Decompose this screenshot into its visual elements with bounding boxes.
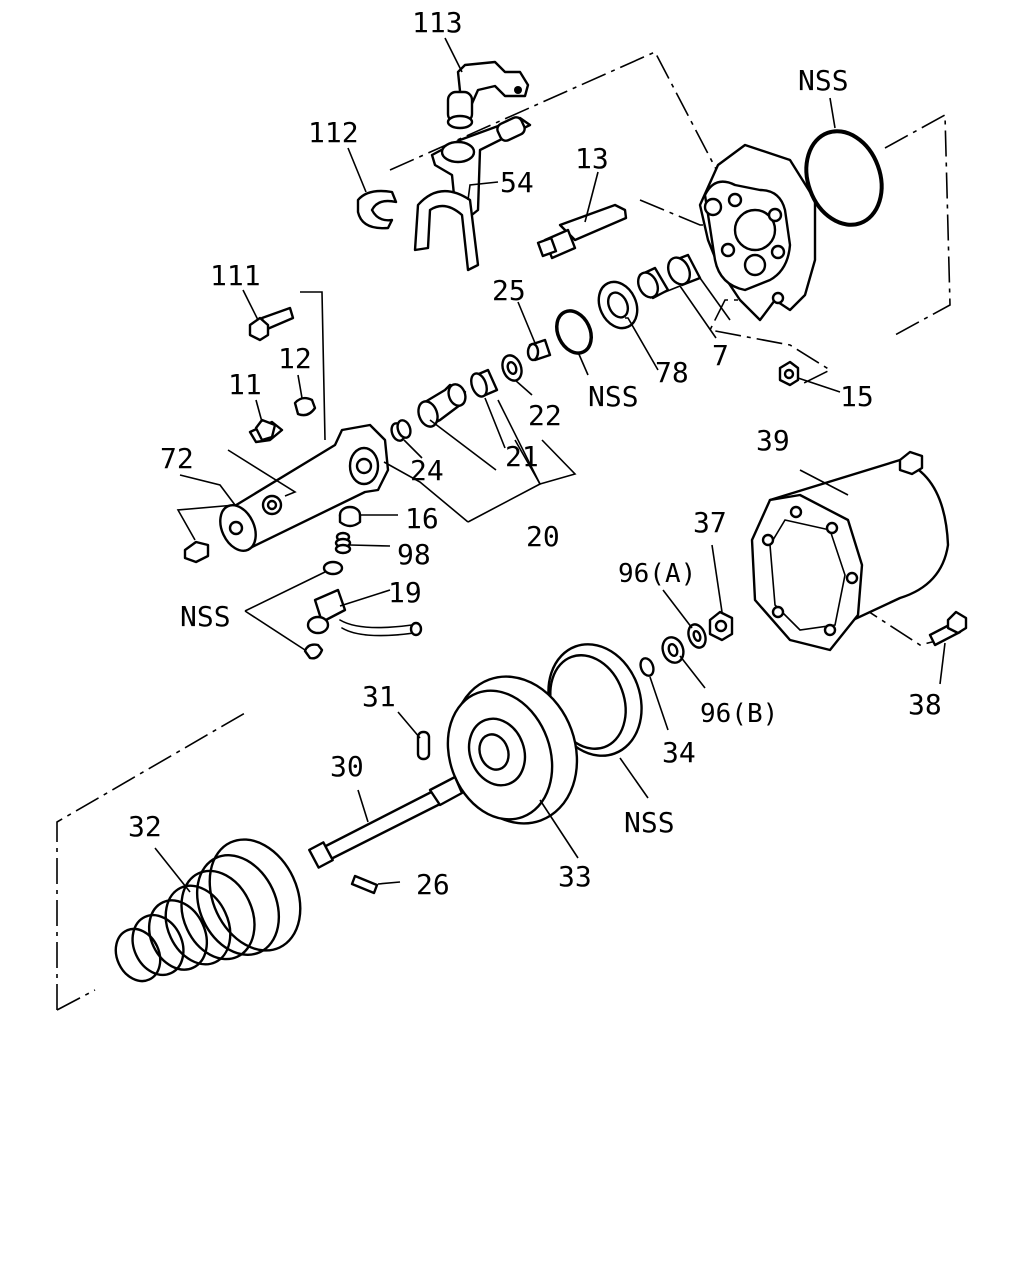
label-96a: 96(A) — [618, 559, 696, 589]
label-16: 16 — [405, 502, 439, 535]
label-34: 34 — [662, 736, 696, 769]
label-24: 24 — [410, 454, 444, 487]
part-7-bushings — [636, 253, 702, 300]
label-33: 33 — [558, 860, 592, 893]
callout-labels: 113 112 54 13 NSS 111 12 11 25 72 78 7 N… — [128, 6, 942, 901]
part-34-snap-ring — [639, 657, 655, 677]
part-33-piston — [446, 675, 579, 825]
part-78-seal — [597, 280, 639, 330]
part-39-housing — [750, 450, 950, 652]
part-24-spring — [390, 419, 412, 442]
part-32-spring — [114, 838, 302, 983]
label-111: 111 — [210, 259, 261, 292]
part-12-cap — [293, 396, 317, 417]
label-96b: 96(B) — [700, 699, 778, 729]
label-20: 20 — [526, 520, 560, 553]
label-26: 26 — [416, 868, 450, 901]
leader-lines — [154, 37, 946, 893]
part-72-fitting — [183, 540, 210, 564]
part-nss-oring-mid — [555, 309, 593, 355]
housing-flange — [698, 143, 817, 322]
part-21-ring — [470, 368, 499, 398]
part-nss-oring-top — [804, 129, 884, 227]
part-16-nut — [338, 505, 362, 528]
label-98: 98 — [397, 538, 431, 571]
part-15-nut — [778, 360, 800, 387]
label-nss-top: NSS — [798, 64, 849, 97]
label-112: 112 — [308, 116, 359, 149]
part-111-bolt — [248, 306, 295, 342]
part-98-spring — [334, 531, 352, 555]
label-39: 39 — [756, 424, 790, 457]
part-13-shaft — [536, 203, 628, 260]
label-19: 19 — [388, 576, 422, 609]
label-30: 30 — [330, 750, 364, 783]
part-11-bleeder — [248, 418, 284, 444]
part-96b-washer — [661, 636, 685, 664]
part-26-pin — [350, 874, 379, 895]
label-22: 22 — [528, 399, 562, 432]
label-7: 7 — [712, 339, 729, 372]
part-31-pin — [416, 730, 431, 761]
label-nss-bottom: NSS — [624, 806, 675, 839]
label-nss-left: NSS — [180, 600, 231, 633]
part-25-sleeve — [526, 338, 552, 362]
frame-lines — [56, 50, 951, 1011]
label-21: 21 — [505, 440, 539, 473]
label-13: 13 — [575, 142, 609, 175]
label-nss-mid: NSS — [588, 380, 639, 413]
part-38-bolt — [928, 610, 968, 647]
part-20-piston — [417, 383, 467, 428]
label-25: 25 — [492, 274, 526, 307]
label-32: 32 — [128, 810, 162, 843]
label-113: 113 — [412, 6, 463, 39]
label-72: 72 — [160, 442, 194, 475]
part-54-shift-fork — [413, 116, 532, 272]
part-30-rod — [308, 775, 464, 869]
label-31: 31 — [362, 680, 396, 713]
part-113-bracket — [446, 60, 530, 130]
part-112-clip — [356, 189, 398, 230]
label-11: 11 — [228, 368, 262, 401]
label-78: 78 — [655, 356, 689, 389]
part-19-pipe — [303, 560, 423, 660]
label-37: 37 — [693, 506, 727, 539]
part-96a-washer — [687, 623, 707, 649]
label-54: 54 — [500, 166, 534, 199]
label-15: 15 — [840, 380, 874, 413]
part-37-nut — [708, 610, 734, 642]
label-12: 12 — [278, 342, 312, 375]
cylinder-body — [219, 423, 390, 552]
label-38: 38 — [908, 688, 942, 721]
part-22-washer — [501, 354, 523, 382]
